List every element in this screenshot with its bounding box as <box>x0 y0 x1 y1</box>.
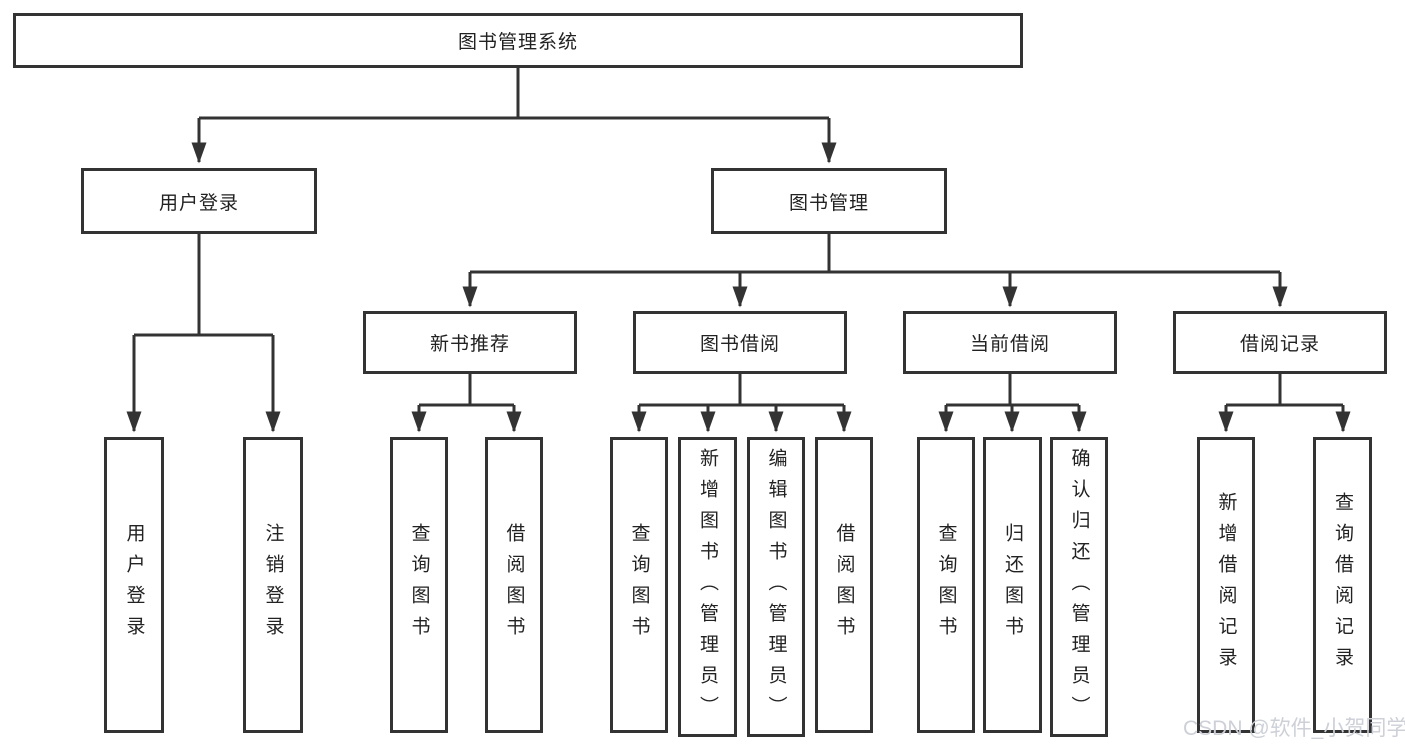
leaf-borrow-books-borrow: 借阅图书 <box>815 437 873 733</box>
node-user-login: 用户登录 <box>81 168 317 234</box>
leaf-confirm-return-admin: 确认归还（管理员） <box>1050 437 1108 737</box>
leaf-return-book: 归还图书 <box>983 437 1042 733</box>
connector-userlogin-trunk <box>134 234 273 337</box>
leaf-user-login: 用户登录 <box>104 437 164 733</box>
connector-current-trunk <box>946 374 1079 407</box>
watermark: CSDN @软件_小贺同学 <box>1183 717 1405 740</box>
leaf-query-borrow-record: 查询借阅记录 <box>1313 437 1372 733</box>
node-new-book-recommend: 新书推荐 <box>363 311 577 374</box>
leaf-add-borrow-record: 新增借阅记录 <box>1197 437 1255 733</box>
connector-newbooks-trunk <box>419 374 514 407</box>
connector-bookmgmt-trunk <box>470 234 1280 274</box>
leaf-query-books-borrow: 查询图书 <box>610 437 668 733</box>
connector-root-trunk <box>199 68 829 120</box>
leaf-add-book-admin: 新增图书（管理员） <box>678 437 737 737</box>
leaf-query-books-current: 查询图书 <box>917 437 975 733</box>
leaf-logout: 注销登录 <box>243 437 303 733</box>
node-book-management: 图书管理 <box>711 168 947 234</box>
node-current-borrow: 当前借阅 <box>903 311 1117 374</box>
leaf-query-books-newbooks: 查询图书 <box>390 437 448 733</box>
node-library-system: 图书管理系统 <box>13 13 1023 68</box>
connector-borrow-trunk <box>639 374 844 407</box>
leaf-edit-book-admin: 编辑图书（管理员） <box>747 437 805 737</box>
node-borrow-records: 借阅记录 <box>1173 311 1387 374</box>
connector-records-trunk <box>1226 374 1343 407</box>
node-book-borrow: 图书借阅 <box>633 311 847 374</box>
leaf-borrow-books-newbooks: 借阅图书 <box>485 437 543 733</box>
